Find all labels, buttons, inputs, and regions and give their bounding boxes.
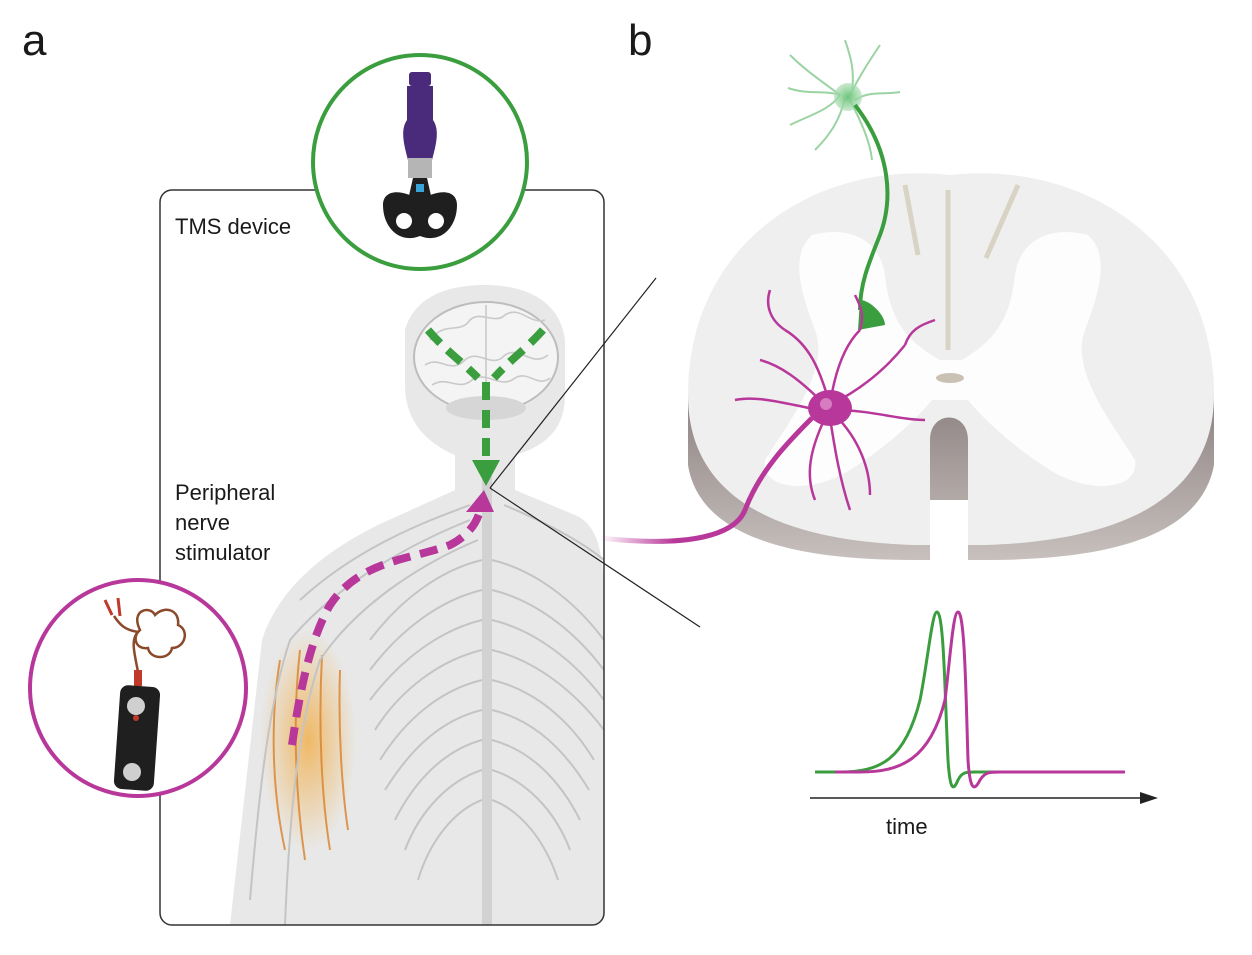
peripheral-label-line3: stimulator — [175, 540, 270, 565]
muscle-fibers — [272, 649, 349, 861]
panel-a-letter: a — [22, 16, 47, 65]
zoom-lines — [489, 277, 701, 628]
body-silhouette — [230, 285, 604, 925]
spine — [482, 470, 492, 925]
panel-b: b — [599, 16, 1214, 839]
time-axis-label: time — [886, 814, 928, 839]
muscle-highlight — [260, 630, 356, 850]
tms-coil-icon — [311, 53, 529, 271]
pns-arrowhead — [466, 490, 494, 512]
tms-arrowhead — [472, 460, 500, 486]
intercostal-nerves — [249, 504, 604, 925]
upper-motor-neuron — [787, 39, 901, 330]
nerve-stimulator-icon — [28, 578, 248, 798]
tms-trace — [815, 610, 1125, 789]
spinal-cord-icon — [688, 173, 1214, 560]
peripheral-label-line2: nerve — [175, 510, 230, 535]
panel-b-letter: b — [628, 16, 652, 65]
pns-trace — [835, 610, 1125, 789]
neuron-icon — [599, 289, 936, 544]
pns-pathway — [288, 509, 484, 746]
action-potential-plot: time — [810, 610, 1158, 839]
time-axis-arrow — [1140, 792, 1158, 804]
tms-device-label: TMS device — [175, 214, 291, 239]
tms-pathway — [424, 327, 546, 462]
panel-a: a — [22, 16, 605, 926]
peripheral-label-line1: Peripheral — [175, 480, 275, 505]
